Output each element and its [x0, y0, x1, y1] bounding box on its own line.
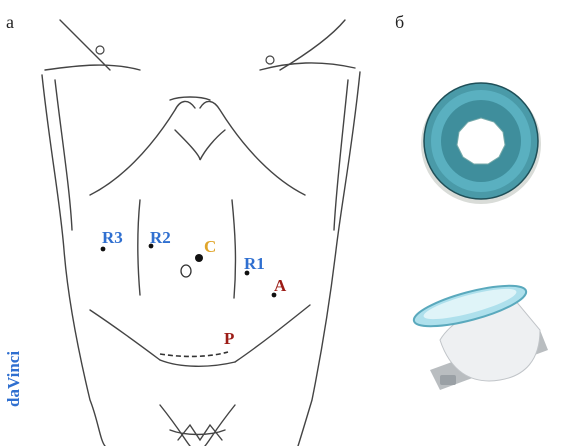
system-label-text: daVinci: [4, 351, 23, 407]
navel: [181, 265, 191, 277]
port-label-p: P: [224, 329, 234, 348]
port-dot-c: [195, 254, 203, 262]
port-label-r2: R2: [150, 228, 171, 247]
port-dot-r3: [101, 247, 106, 252]
port-label-r3: R3: [102, 228, 123, 247]
ring-port-device-image: [421, 83, 541, 204]
system-label-vertical: daVinci: [2, 312, 26, 412]
nipple-marks: [96, 46, 274, 64]
capped-port-device-image: [410, 277, 548, 390]
port-label-a: A: [274, 276, 287, 295]
panel-letter-a: а: [6, 12, 14, 33]
port-label-r1: R1: [244, 254, 265, 273]
port-label-c: C: [204, 237, 216, 256]
incision-dashed-line: [160, 352, 228, 356]
panel-letter-b: б: [395, 12, 404, 33]
torso-outline: [42, 20, 360, 446]
